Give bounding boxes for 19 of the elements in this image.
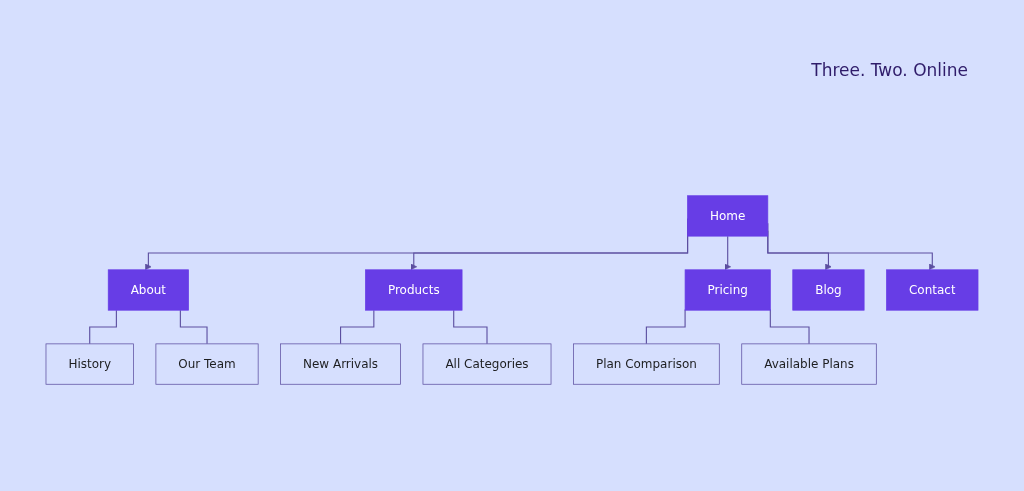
node-box: Contact xyxy=(886,269,979,311)
connector xyxy=(340,309,375,345)
tagline-text: Three. Two. Online xyxy=(811,60,968,80)
node-box: History xyxy=(45,343,134,385)
node-box: Plan Comparison xyxy=(573,343,720,385)
arrow xyxy=(724,235,731,271)
node-box: Available Plans xyxy=(741,343,877,385)
node-box: Blog xyxy=(792,269,865,311)
node-box: All Categories xyxy=(422,343,552,385)
connector xyxy=(89,309,117,345)
connector xyxy=(179,309,208,345)
node-box: About xyxy=(107,269,189,311)
connector xyxy=(645,308,686,345)
node-box: Home xyxy=(687,195,769,237)
node-box: Our Team xyxy=(155,343,259,385)
node-box: Products xyxy=(365,269,463,311)
node-box: New Arrivals xyxy=(280,343,401,385)
node-box: Pricing xyxy=(684,269,771,311)
connector xyxy=(453,309,488,345)
